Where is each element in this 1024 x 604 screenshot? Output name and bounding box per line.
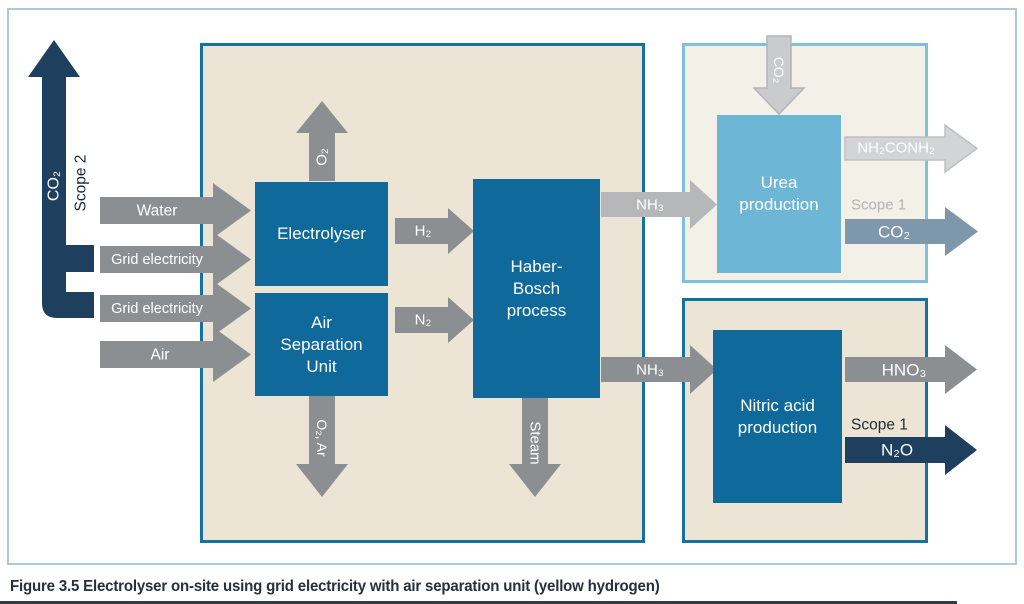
nitric-label-line1: Nitric acid bbox=[740, 395, 815, 415]
hno3-out-arrow bbox=[845, 345, 977, 394]
n2o-out-arrow bbox=[845, 425, 977, 475]
haber-bosch-label-line2: Bosch bbox=[512, 278, 561, 298]
asu-label-line1: Air bbox=[311, 312, 332, 332]
grid-electricity-label-1: Grid electricity bbox=[111, 252, 204, 268]
nh3-to-urea-arrow bbox=[601, 180, 717, 229]
grid-electricity-arrow-2 bbox=[100, 281, 251, 336]
nh3-to-nitric-label: NH₃ bbox=[636, 362, 664, 379]
nitric-label-line2: production bbox=[737, 417, 818, 437]
haber-bosch-label-line1: Haber- bbox=[510, 256, 563, 276]
haber-bosch-label-line3: process bbox=[506, 300, 567, 320]
haber-bosch-box: Haber- Bosch process bbox=[473, 179, 600, 398]
diagram-frame bbox=[7, 8, 1017, 565]
steam-out-arrow bbox=[509, 398, 561, 497]
scope2-label: Scope 2 bbox=[73, 155, 90, 212]
water-arrow-label: Water bbox=[137, 203, 178, 220]
urea-co2-out-arrow bbox=[845, 207, 978, 256]
urea-co2-out-label: CO₂ bbox=[878, 223, 910, 242]
grid-electricity-arrow-1 bbox=[100, 232, 251, 287]
o2-out-arrow bbox=[296, 101, 348, 181]
urea-product-label: NH₂CONH₂ bbox=[857, 140, 935, 157]
water-arrow bbox=[100, 183, 251, 238]
nitric-acid-production-box: Nitric acid production bbox=[713, 330, 842, 503]
co2-scope2-gas-label: CO₂ bbox=[46, 171, 63, 201]
o2-ar-out-arrow bbox=[296, 396, 348, 497]
h2-arrow-label: H₂ bbox=[415, 223, 432, 240]
air-separation-unit-box: Air Separation Unit bbox=[255, 293, 388, 396]
urea-scope1-label: Scope 1 bbox=[851, 197, 906, 214]
urea-product-arrow bbox=[844, 123, 979, 174]
grid-electricity-label-2: Grid electricity bbox=[111, 301, 204, 317]
nh3-to-nitric-arrow bbox=[601, 345, 717, 394]
urea-production-box: Urea production bbox=[717, 115, 841, 273]
n2o-out-label: N₂O bbox=[881, 441, 913, 460]
co2-scope2-arrowhead bbox=[28, 40, 80, 77]
co2-in-urea-arrow bbox=[752, 35, 806, 116]
bottom-rule bbox=[0, 601, 957, 604]
nitric-scope1-label: Scope 1 bbox=[851, 417, 908, 434]
n2-arrow bbox=[395, 297, 474, 343]
urea-label-line1: Urea bbox=[760, 173, 798, 192]
hno3-out-label: HNO₃ bbox=[882, 361, 927, 380]
asu-label-line2: Separation bbox=[280, 334, 363, 354]
electrolyser-box: Electrolyser bbox=[255, 182, 388, 286]
electrolyser-label: Electrolyser bbox=[277, 224, 366, 243]
air-arrow-label: Air bbox=[151, 347, 170, 364]
h2-arrow bbox=[395, 208, 474, 254]
urea-label-line2: production bbox=[739, 195, 819, 214]
nh3-to-urea-label: NH₃ bbox=[636, 197, 664, 214]
steam-out-label: Steam bbox=[527, 421, 544, 464]
n2-arrow-label: N₂ bbox=[415, 312, 432, 329]
figure-caption: Figure 3.5 Electrolyser on-site using gr… bbox=[10, 578, 660, 595]
co2-in-urea-label: CO₂ bbox=[771, 57, 787, 83]
o2-ar-out-label: O₂, Ar bbox=[314, 419, 330, 457]
o2-out-label: O₂ bbox=[314, 148, 331, 166]
co2-scope2-arrow bbox=[42, 75, 94, 318]
air-arrow bbox=[100, 327, 251, 382]
asu-label-line3: Unit bbox=[306, 356, 337, 376]
